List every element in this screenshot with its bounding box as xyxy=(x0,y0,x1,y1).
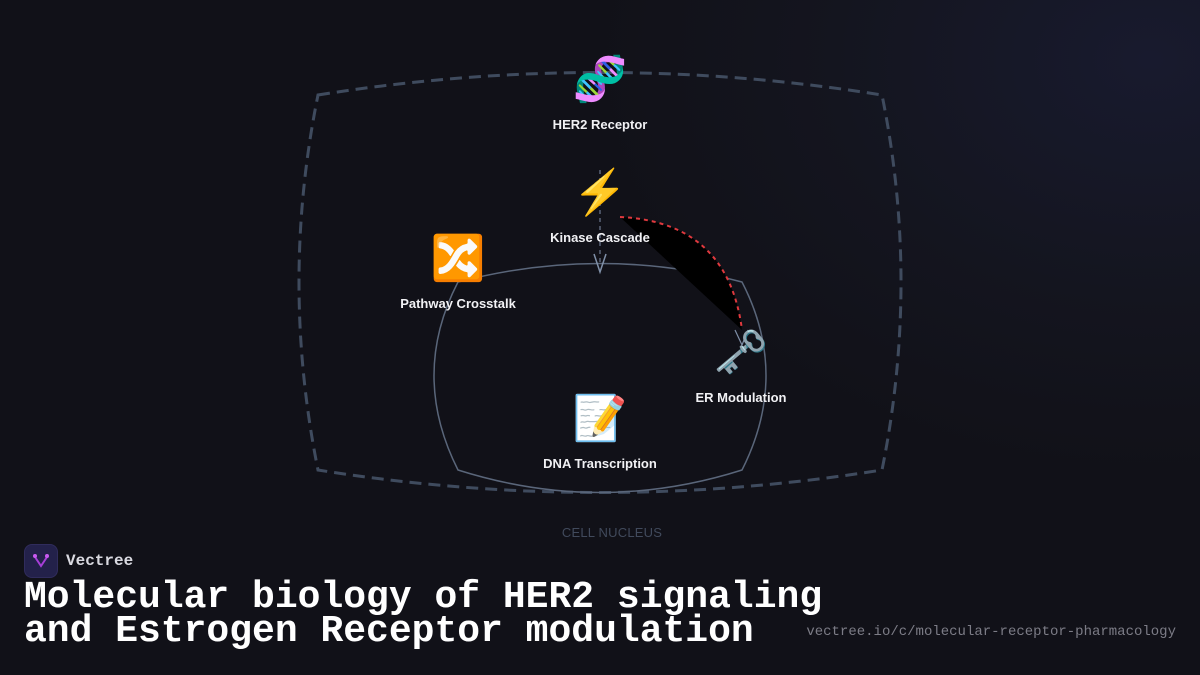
node-label: ER Modulation xyxy=(695,390,787,405)
key-icon: 🗝️ xyxy=(713,328,769,377)
node-dna-transcription[interactable]: 📝 DNA Transcription xyxy=(543,394,657,471)
node-her2-receptor[interactable]: 🧬 HER2 Receptor xyxy=(553,55,648,132)
node-pathway-crosstalk[interactable]: 🔀 Pathway Crosstalk xyxy=(400,234,516,311)
dna-icon: 🧬 xyxy=(572,55,628,104)
node-er-modulation[interactable]: 🗝️ ER Modulation xyxy=(696,328,787,405)
node-label: DNA Transcription xyxy=(543,456,657,471)
lightning-icon: ⚡ xyxy=(572,168,628,217)
edge-kinase-er xyxy=(619,216,743,331)
title-line-2: and Estrogen Receptor modulation xyxy=(24,610,754,653)
brand-logo xyxy=(24,544,58,578)
arrowhead-icon xyxy=(734,329,749,347)
brand-name: Vectree xyxy=(66,552,134,570)
region-label-cell-nucleus: CELL NUCLEUS xyxy=(561,525,663,540)
edge-fill-shape xyxy=(620,217,742,330)
arrowhead-icon xyxy=(593,253,607,275)
memo-icon: 📝 xyxy=(572,394,628,443)
vectree-logo-icon xyxy=(33,554,49,568)
shuffle-icon: 🔀 xyxy=(430,234,486,283)
cell-boundary xyxy=(297,71,903,494)
page-title: Molecular biology of HER2 signaling and … xyxy=(24,576,823,653)
node-label: HER2 Receptor xyxy=(552,117,648,132)
title-line-1: Molecular biology of HER2 signaling xyxy=(24,576,823,619)
nucleus-boundary xyxy=(433,262,767,494)
node-label: Kinase Cascade xyxy=(550,230,650,245)
brand[interactable]: Vectree xyxy=(24,544,133,578)
node-label: Pathway Crosstalk xyxy=(400,296,516,311)
node-kinase-cascade[interactable]: ⚡ Kinase Cascade xyxy=(550,168,650,245)
source-url[interactable]: vectree.io/c/molecular-receptor-pharmaco… xyxy=(806,624,1176,640)
